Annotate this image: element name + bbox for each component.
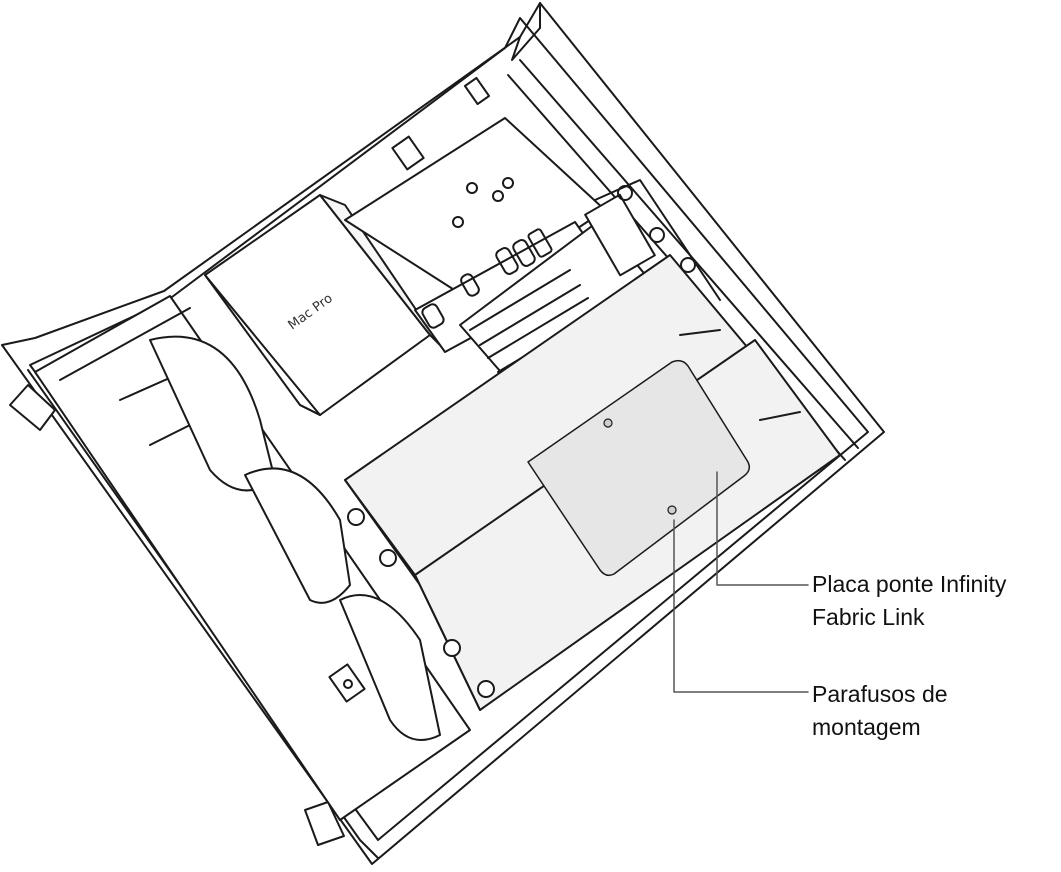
callout-screws-line1: Parafusos de — [812, 681, 948, 707]
mounting-screw-top — [603, 418, 613, 428]
leader-line-bridge — [716, 471, 809, 586]
front-fan-area — [34, 295, 471, 821]
mounting-screw-bottom — [667, 505, 677, 515]
callout-screws-label: Parafusos de montagem — [812, 678, 948, 744]
leader-line-screws — [673, 519, 809, 693]
callout-bridge-label: Placa ponte Infinity Fabric Link — [812, 568, 1006, 634]
upper-tray — [344, 76, 606, 301]
infinity-fabric-link-bridge — [527, 359, 751, 577]
callout-bridge-line1: Placa ponte Infinity — [812, 571, 1007, 597]
callout-screws-line2: montagem — [812, 714, 921, 740]
callout-bridge-line2: Fabric Link — [812, 604, 925, 630]
